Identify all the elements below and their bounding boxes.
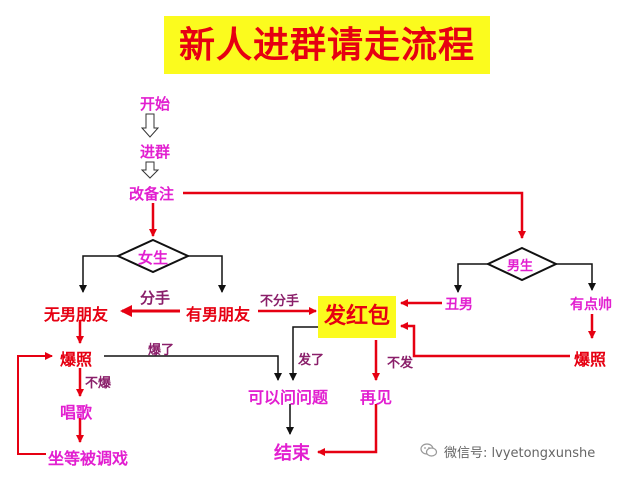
edge-label-sent: 发了 — [298, 353, 325, 368]
hollow-arrow-join-rename — [140, 161, 160, 179]
edge-label-not-exploded: 不爆 — [85, 376, 112, 391]
edge-label-exploded: 爆了 — [148, 343, 175, 358]
node-female: 女生 — [138, 249, 169, 267]
edge-sent — [289, 326, 318, 381]
edge-exploded — [104, 355, 282, 381]
node-hongbao: 发红包 — [323, 304, 390, 329]
page-title: 新人进群请走流程 — [178, 24, 475, 66]
edge-label-not-sent: 不发 — [387, 356, 414, 371]
hongbao-box: 发红包 — [318, 296, 396, 338]
edge-loop-back — [17, 352, 53, 455]
edge-label-no-breakup: 不分手 — [260, 294, 300, 309]
node-bye: 再见 — [360, 388, 393, 407]
male-diamond — [485, 246, 559, 282]
edge-female-nobf — [79, 255, 118, 293]
wechat-icon — [420, 443, 438, 457]
node-start: 开始 — [140, 95, 171, 113]
female-diamond — [115, 238, 191, 274]
node-ugly: 丑男 — [445, 297, 473, 313]
node-join: 进群 — [140, 143, 171, 161]
edge-label-breakup: 分手 — [140, 289, 171, 307]
node-handsome: 有点帅 — [570, 297, 612, 313]
edge-male-ugly — [454, 263, 488, 293]
node-no-boyfriend: 无男朋友 — [44, 305, 109, 324]
node-expose-left: 爆照 — [60, 350, 93, 369]
edge-bye-end — [317, 404, 378, 456]
node-sing: 唱歌 — [60, 403, 93, 422]
node-expose-right: 爆照 — [574, 350, 607, 369]
edge-male-handsome — [556, 263, 596, 291]
edge-female-hasbf — [188, 255, 226, 293]
edge-rename-male — [183, 191, 526, 239]
hollow-arrow-start-join — [140, 113, 160, 138]
title-banner: 新人进群请走流程 — [164, 16, 490, 74]
node-wait: 坐等被调戏 — [48, 449, 129, 468]
node-rename: 改备注 — [129, 185, 175, 203]
edge-expose-hongbao — [400, 322, 570, 358]
node-ask: 可以问问题 — [248, 388, 329, 407]
node-male: 男生 — [507, 259, 534, 274]
watermark-text: 微信号: lvyetongxunshe — [444, 446, 596, 461]
node-end: 结束 — [274, 443, 310, 464]
node-has-boyfriend: 有男朋友 — [186, 305, 251, 324]
